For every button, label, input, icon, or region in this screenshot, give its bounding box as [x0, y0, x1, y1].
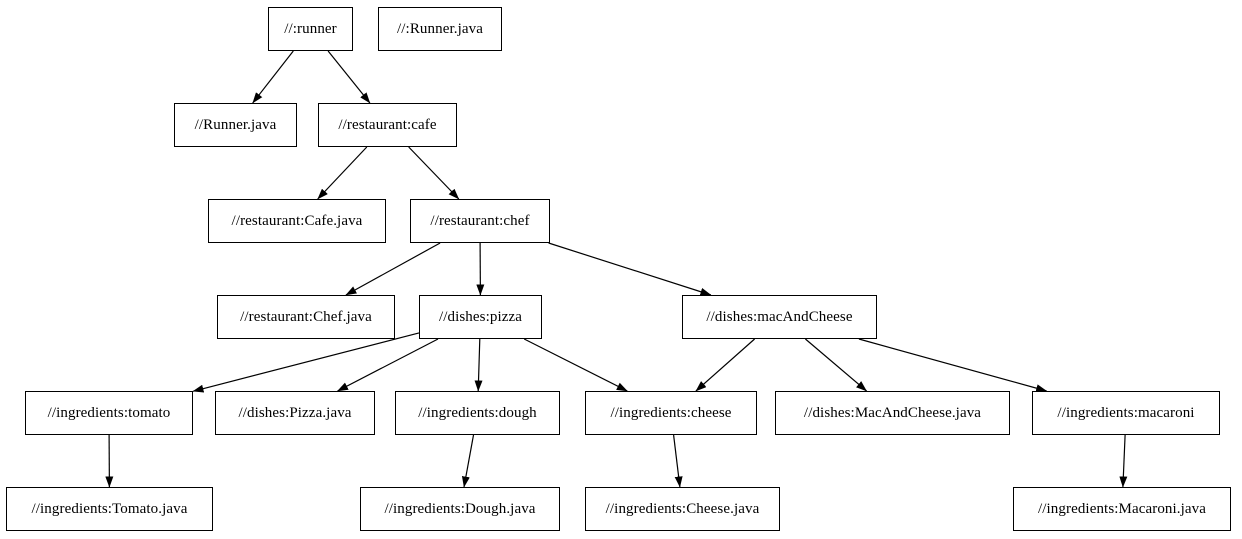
node-label: //ingredients:macaroni: [1057, 404, 1195, 421]
graph-node-chef-java: //restaurant:Chef.java: [217, 295, 395, 339]
graph-node-runner: //:runner: [268, 7, 353, 51]
node-label: //ingredients:cheese: [610, 404, 732, 421]
graph-node-macaroni-java: //ingredients:Macaroni.java: [1013, 487, 1231, 531]
graph-node-tomato: //ingredients:tomato: [25, 391, 193, 435]
node-label: //restaurant:cafe: [338, 116, 437, 133]
node-label: //ingredients:Cheese.java: [605, 500, 760, 517]
node-label: //restaurant:chef: [430, 212, 530, 229]
graph-node-mac-and-cheese-java: //dishes:MacAndCheese.java: [775, 391, 1010, 435]
node-label: //restaurant:Chef.java: [240, 308, 372, 325]
graph-node-cheese-java: //ingredients:Cheese.java: [585, 487, 780, 531]
node-label: //ingredients:dough: [418, 404, 537, 421]
node-label: //dishes:Pizza.java: [238, 404, 352, 421]
node-label: //dishes:pizza: [438, 308, 523, 325]
node-label: //ingredients:Tomato.java: [31, 500, 188, 517]
node-label: //dishes:MacAndCheese.java: [803, 404, 982, 421]
graph-node-pizza-java: //dishes:Pizza.java: [215, 391, 375, 435]
graph-node-tomato-java: //ingredients:Tomato.java: [6, 487, 213, 531]
graph-node-dough: //ingredients:dough: [395, 391, 560, 435]
node-label: //Runner.java: [194, 116, 277, 133]
node-label: //ingredients:Dough.java: [384, 500, 536, 517]
node-label: //dishes:macAndCheese: [706, 308, 853, 325]
graph-node-cheese: //ingredients:cheese: [585, 391, 757, 435]
graph-node-cafe: //restaurant:cafe: [318, 103, 457, 147]
graph-node-runner-java: //Runner.java: [174, 103, 297, 147]
node-label: //:runner: [284, 20, 337, 37]
graph-node-cafe-java: //restaurant:Cafe.java: [208, 199, 386, 243]
graph-node-mac-and-cheese: //dishes:macAndCheese: [682, 295, 877, 339]
node-label: //restaurant:Cafe.java: [231, 212, 363, 229]
graph-node-pizza: //dishes:pizza: [419, 295, 542, 339]
graph-node-dough-java: //ingredients:Dough.java: [360, 487, 560, 531]
node-label: //ingredients:Macaroni.java: [1037, 500, 1207, 517]
graph-node-chef: //restaurant:chef: [410, 199, 550, 243]
graph-node-macaroni: //ingredients:macaroni: [1032, 391, 1220, 435]
graph-node-runner-java-root: //:Runner.java: [378, 7, 502, 51]
node-label: //ingredients:tomato: [47, 404, 171, 421]
node-label: //:Runner.java: [397, 20, 483, 37]
